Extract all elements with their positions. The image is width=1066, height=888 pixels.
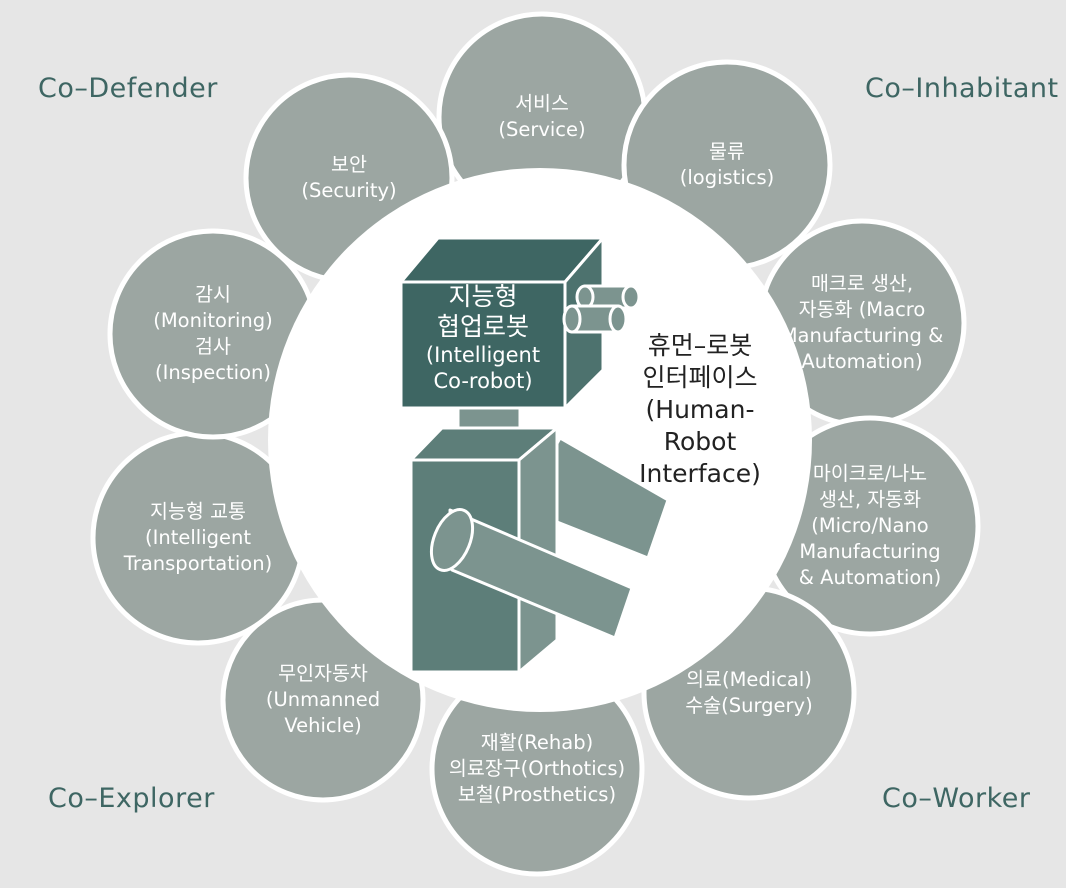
petal-label-line: (Micro/Nano — [811, 514, 929, 537]
center-robot-label-line: Co-robot) — [433, 369, 533, 393]
petal-label-monitoring: 감시 (Monitoring) 검사 (Inspection) — [118, 282, 308, 386]
petal-label-line: (logistics) — [679, 166, 775, 189]
petal-label-line: (Intelligent — [145, 526, 251, 549]
petal-label-line: 지능형 교통 — [150, 500, 246, 523]
petal-label-line: 서비스 — [515, 92, 569, 115]
petal-label-line: (Unmanned — [265, 688, 381, 711]
petal-label-service: 서비스 (Service) — [447, 91, 637, 143]
petal-label-security: 보안 (Security) — [254, 152, 444, 204]
petal-label-rehab: 재활(Rehab) 의료장구(Orthotics) 보철(Prosthetics) — [442, 730, 632, 808]
petal-label-line: 감시 — [195, 283, 231, 306]
hri-label-line: 휴먼–로봇 — [647, 331, 753, 360]
petal-label-line: (Service) — [498, 118, 586, 141]
robot-arm-front-end — [429, 508, 475, 572]
petal-label-line: 자동화 (Macro — [798, 298, 926, 321]
hri-label-line: (Human- — [645, 395, 755, 424]
center-robot-label-line: 협업로봇 — [436, 312, 529, 341]
petal-label-line: Manufacturing — [799, 540, 941, 563]
petal-label-line: 물류 — [709, 140, 745, 163]
corner-co-worker: Co–Worker — [882, 783, 1031, 814]
robot-eye-lower — [562, 304, 628, 334]
corner-co-explorer: Co–Explorer — [48, 783, 215, 814]
corner-co-inhabitant: Co–Inhabitant — [865, 73, 1059, 104]
petal-label-line: 생산, 자동화 — [818, 488, 922, 511]
petal-label-line: 의료(Medical) — [686, 668, 812, 691]
petal-label-line: (Monitoring) — [153, 309, 273, 332]
petal-label-line: 수술(Surgery) — [685, 694, 813, 717]
petal-label-medical: 의료(Medical) 수술(Surgery) — [654, 667, 844, 719]
petal-label-line: 검사 — [195, 335, 231, 358]
hri-label-line: Interface) — [639, 459, 761, 488]
corner-co-defender: Co–Defender — [38, 73, 218, 104]
petal-label-line: Manufacturing & — [780, 324, 944, 347]
center-robot-label-line: (Intelligent — [425, 343, 541, 367]
petal-label-line: (Inspection) — [155, 361, 271, 384]
petal-label-line: 보안 — [331, 153, 367, 176]
hri-label-line: 인터페이스 — [642, 363, 758, 392]
petal-label-line: 마이크로/나노 — [812, 462, 928, 485]
petal-label-line: & Automation) — [798, 566, 942, 589]
petal-label-line: (Security) — [301, 179, 397, 202]
petal-label-line: Transportation) — [123, 552, 273, 575]
petal-label-line: 재활(Rehab) — [480, 731, 594, 754]
petal-label-line: 의료장구(Orthotics) — [448, 757, 626, 780]
robot-eye-upper — [575, 284, 641, 310]
petal-label-line: Vehicle) — [284, 714, 362, 737]
hri-label-line: Robot — [663, 427, 737, 456]
petal-label-line: 매크로 생산, — [810, 272, 914, 295]
petal-label-logistics: 물류 (logistics) — [632, 139, 822, 191]
petal-label-line: Automation) — [801, 350, 923, 373]
robot-head-front — [399, 280, 567, 410]
petal-label-line: 보철(Prosthetics) — [457, 783, 617, 806]
center-robot-label-line: 지능형 — [448, 282, 518, 311]
robot-illustration — [399, 236, 670, 674]
petal-label-line: 무인자동차 — [278, 662, 368, 685]
